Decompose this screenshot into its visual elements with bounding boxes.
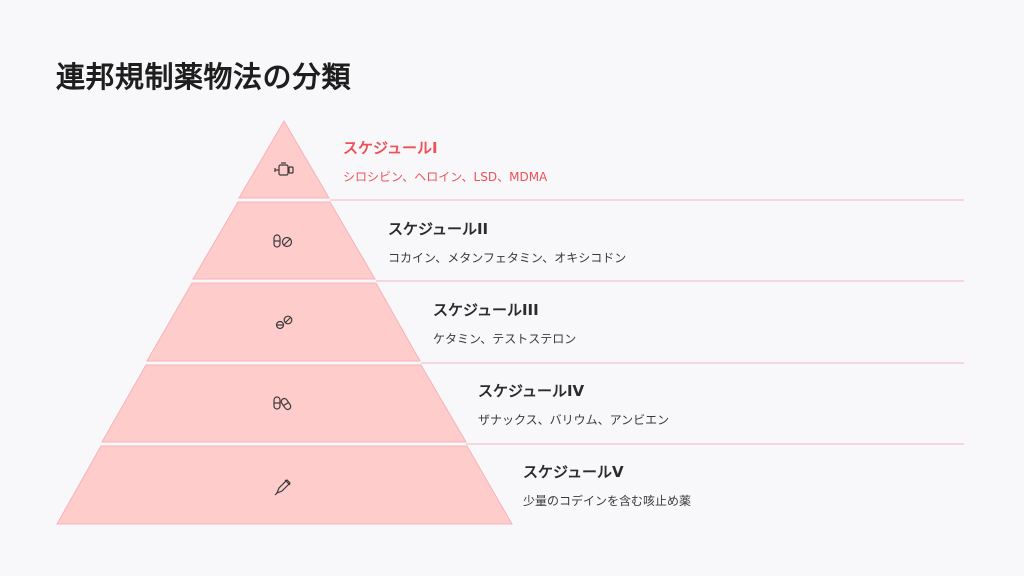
page-title: 連邦規制薬物法の分類 <box>56 60 352 94</box>
tier-4 <box>101 364 467 443</box>
pills-icon <box>273 234 293 248</box>
tier-3 <box>146 282 421 362</box>
tablets-icon <box>275 315 293 330</box>
schedule-5-title: スケジュールV <box>523 463 624 481</box>
tier-1 <box>238 120 330 199</box>
schedule-1-desc: シロシビン、ヘロイン、LSD、MDMA <box>343 170 548 184</box>
schedule-4-desc: ザナックス、バリウム、アンビエン <box>478 413 670 427</box>
tier-2 <box>192 201 376 280</box>
syringe-icon <box>274 162 294 176</box>
schedule-5-desc: 少量のコデインを含む咳止め薬 <box>523 494 692 508</box>
schedule-2-desc: コカイン、メタンフェタミン、オキシコドン <box>388 251 627 265</box>
dropper-icon <box>274 479 291 496</box>
schedule-4-title: スケジュールIV <box>478 382 585 400</box>
capsules-icon <box>273 396 292 411</box>
schedule-3-title: スケジュールIII <box>433 301 539 319</box>
schedule-1-title: スケジュールI <box>343 139 438 157</box>
schedule-3-desc: ケタミン、テストステロン <box>433 332 577 346</box>
schedule-2-title: スケジュールII <box>388 220 489 238</box>
tier-5 <box>56 445 513 525</box>
